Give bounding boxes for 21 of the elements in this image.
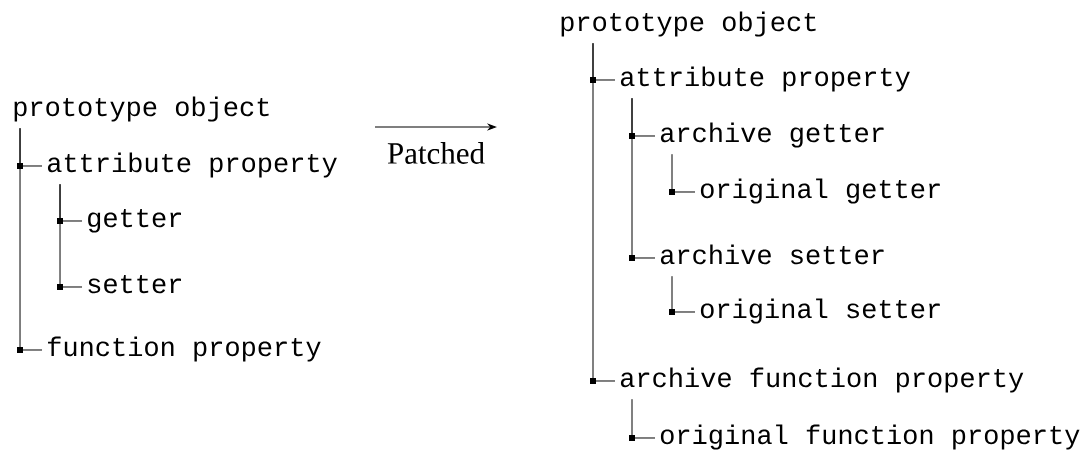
tree-item-label: original getter (700, 178, 940, 204)
tree-item-label: getter (88, 209, 181, 233)
tree-connector (669, 153, 696, 195)
tree-item-label: original setter (700, 298, 940, 324)
tree-item-label: attribute property (47, 152, 337, 178)
arrow-caption: Patched (387, 142, 485, 164)
tree-item-label: archive function property (620, 367, 1024, 393)
tree-item-label: original function property (660, 424, 1080, 450)
tree-connector (57, 183, 83, 290)
tree-item-label: setter (88, 275, 181, 294)
tree-connector (590, 42, 616, 384)
tree-item-label: archive getter (660, 122, 884, 148)
tree-item-label: prototype object (561, 11, 816, 37)
tree-item-label: prototype object (14, 96, 269, 122)
tree-item-label: function property (48, 336, 321, 362)
tree-connector (629, 97, 656, 261)
tree-item-label: archive setter (660, 244, 884, 265)
tree-connector (669, 275, 696, 315)
tree-connector (629, 398, 656, 441)
tree-item-label: attribute property (620, 66, 910, 92)
tree-connector (17, 127, 43, 353)
